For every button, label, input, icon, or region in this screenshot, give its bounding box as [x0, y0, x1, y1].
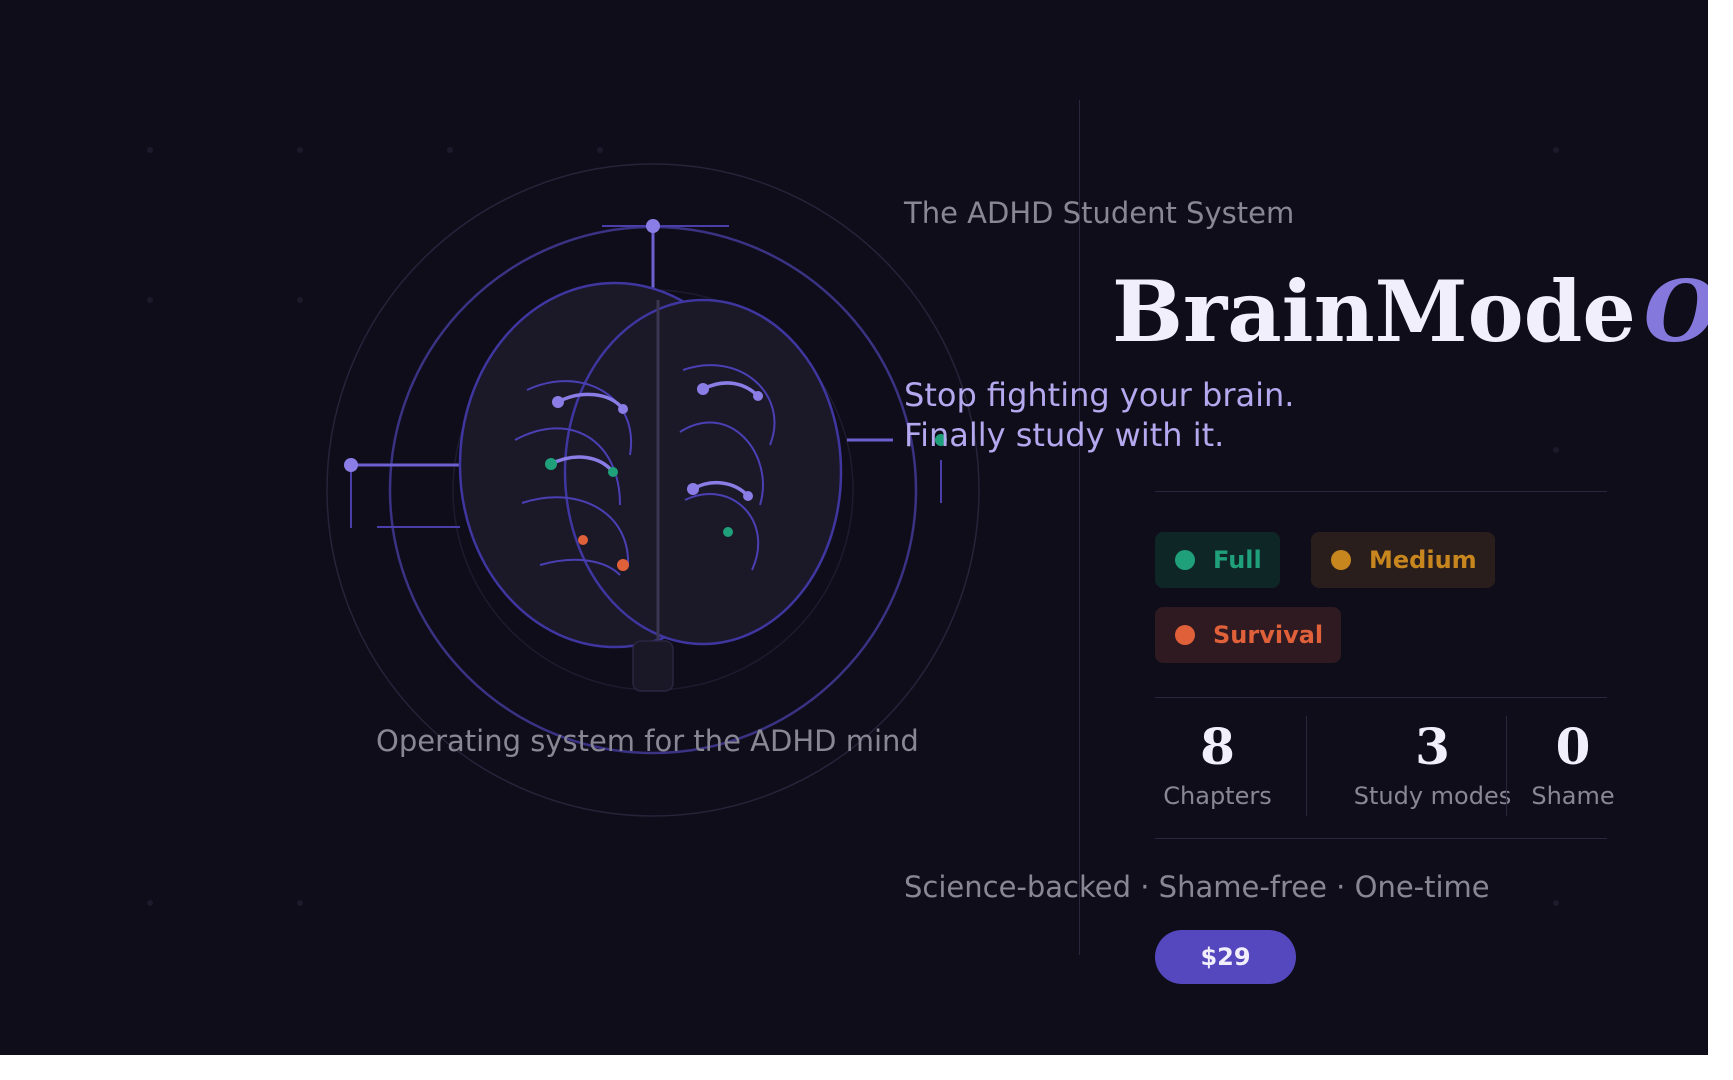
brand-title: BrainModeOS — [1112, 270, 1708, 354]
stat-divider-1 — [1306, 716, 1307, 816]
synapse-nodes — [545, 383, 763, 571]
tagline-line-1: Stop fighting your brain. — [904, 376, 1295, 414]
mode-badge-full: Full — [1155, 532, 1280, 588]
connector-node-top — [646, 219, 660, 233]
stat-chapters-label: Chapters — [1163, 782, 1272, 810]
stat-chapters: 8 Chapters — [1155, 717, 1280, 811]
mode-survival-dot — [1175, 625, 1195, 645]
stat-divider-2 — [1506, 716, 1507, 816]
tagline: Stop fighting your brain. Finally study … — [904, 375, 1294, 455]
mode-medium-label: Medium — [1369, 546, 1477, 574]
brand-name: BrainMode — [1112, 262, 1636, 361]
connector-node-left — [344, 458, 358, 472]
price-button[interactable]: $29 — [1155, 930, 1296, 984]
divider-bottom — [1155, 838, 1607, 839]
stat-shame: 0 Shame — [1525, 717, 1621, 811]
divider-middle — [1155, 697, 1607, 698]
stat-shame-value: 0 — [1555, 717, 1591, 776]
feature-line: Science-backed · Shame-free · One-time — [904, 870, 1490, 904]
stat-study-modes: 3 Study modes — [1345, 717, 1520, 811]
stat-study-modes-value: 3 — [1415, 717, 1450, 776]
outer-ring — [326, 163, 980, 817]
hero-canvas: The ADHD Student System BrainModeOS Stop… — [0, 0, 1708, 1055]
brain-illustration — [147, 147, 1559, 906]
eyebrow-text: The ADHD Student System — [904, 196, 1295, 230]
connector-node-right — [935, 434, 947, 446]
mode-full-dot — [1175, 550, 1195, 570]
divider-top — [1155, 491, 1607, 492]
stat-study-modes-label: Study modes — [1353, 782, 1512, 810]
background-dots — [147, 147, 1559, 906]
mode-full-label: Full — [1213, 546, 1262, 574]
brain-right-hemisphere — [563, 298, 843, 646]
mode-survival-label: Survival — [1213, 621, 1324, 649]
stat-chapters-value: 8 — [1200, 717, 1235, 776]
mode-badge-survival: Survival — [1155, 607, 1342, 663]
illustration-caption: Operating system for the ADHD mind — [376, 724, 919, 758]
section-divider — [1079, 100, 1080, 955]
stat-shame-label: Shame — [1531, 782, 1615, 810]
brain-stem — [632, 640, 674, 692]
mode-medium-dot — [1331, 550, 1351, 570]
brand-suffix: OS — [1644, 262, 1708, 361]
connector-lines — [350, 225, 942, 528]
mode-badge-medium: Medium — [1311, 532, 1495, 588]
tagline-line-2: Finally study with it. — [904, 416, 1225, 454]
brain-folds — [514, 364, 776, 576]
